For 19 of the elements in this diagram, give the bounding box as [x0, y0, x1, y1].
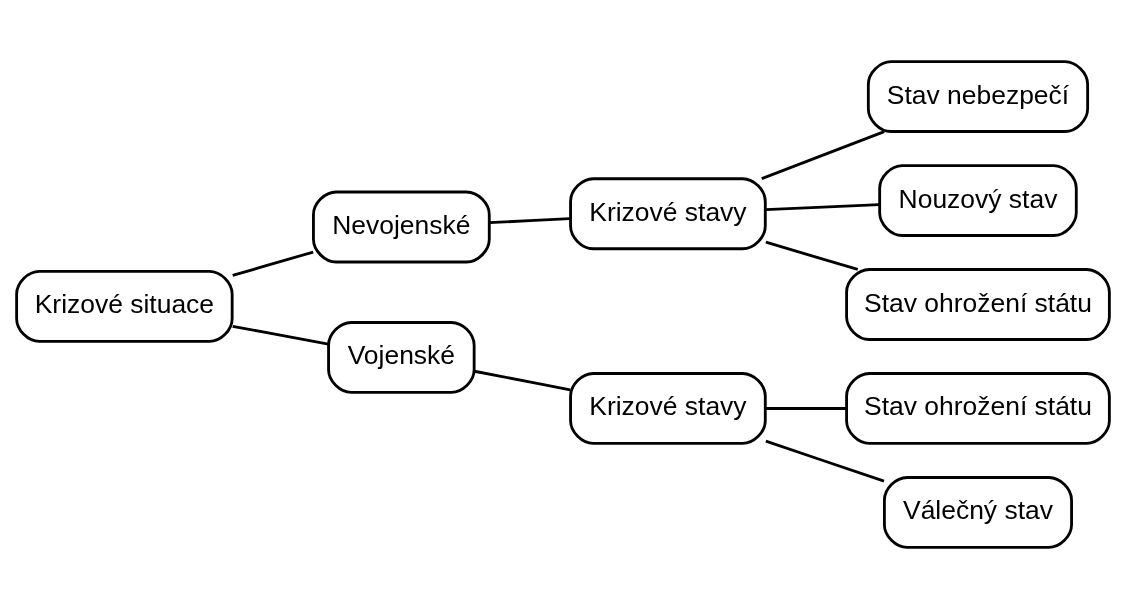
connector: [474, 369, 571, 392]
connector: [765, 439, 885, 483]
node-box: Nouzový stav: [878, 164, 1078, 237]
node-box: Stav ohrožení státu: [845, 268, 1111, 341]
connector: [761, 130, 885, 180]
connector: [232, 250, 314, 277]
connector: [489, 217, 570, 225]
node-box: Krizové stavy: [569, 372, 767, 445]
node-box: Krizové stavy: [569, 177, 767, 251]
connector: [765, 240, 859, 271]
node-box: Válečný stav: [883, 476, 1073, 549]
node-box: Stav nebezpečí: [866, 60, 1090, 133]
node-box: Krizové situace: [15, 270, 234, 343]
connector: [232, 324, 329, 346]
connector: [765, 407, 847, 410]
node-box: Stav ohrožení státu: [845, 372, 1111, 445]
node-box: Vojenské: [327, 321, 476, 394]
connector: [765, 203, 880, 211]
node-box: Nevojenské: [312, 190, 491, 264]
